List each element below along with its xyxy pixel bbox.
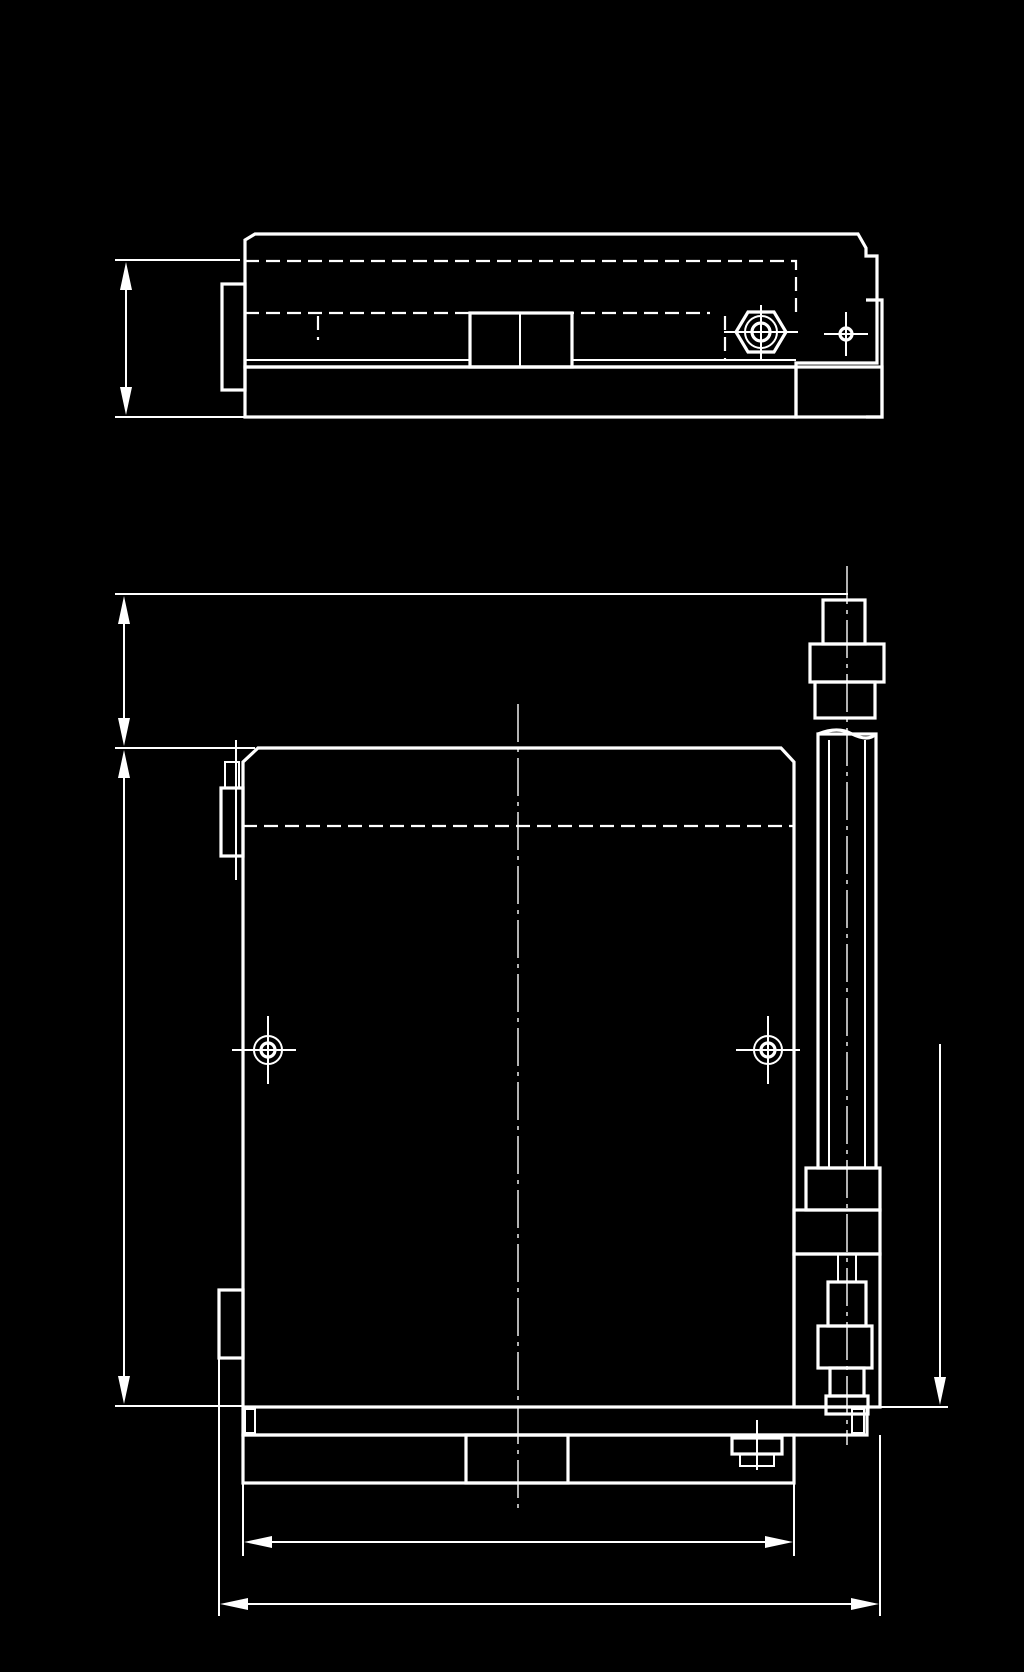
top-view-dim-inner-width-arrow-right: [765, 1536, 793, 1548]
top-view-dim-upper-arrow-bottom: [118, 718, 130, 746]
side-view-left-clamp: [220, 282, 247, 392]
top-view-left-clamp-top: [224, 761, 240, 789]
top-view-dim-right-arrow: [934, 1377, 946, 1405]
top-view-cylinder-neck: [813, 680, 877, 720]
top-view-left-clamp-upper: [219, 786, 245, 858]
top-view-bolt-hole-left: [232, 1016, 296, 1084]
top-view-plate: [241, 746, 796, 1407]
top-view-bolt-hole-right: [736, 1016, 800, 1084]
top-view-cylinder-mount: [792, 1208, 882, 1256]
side-view-height-arrow-top: [120, 262, 132, 290]
side-view-body: [243, 232, 879, 369]
side-view-base-ext: [794, 365, 884, 419]
top-view-rail-end-left: [244, 1408, 256, 1434]
top-view-rod-tip: [824, 1394, 870, 1416]
top-view-dim-lower-arrow-bottom: [118, 1376, 130, 1404]
side-view-height-arrow-bottom: [120, 387, 132, 415]
top-view-dim-upper-arrow-top: [118, 596, 130, 624]
top-view-dim-lower-arrow-top: [118, 750, 130, 778]
side-view: [115, 232, 884, 419]
side-view-base-plate: [243, 365, 798, 419]
top-view: [115, 566, 948, 1616]
top-view-cylinder-cap: [821, 598, 867, 646]
top-view-dim-overall-width-arrow-left: [220, 1598, 248, 1610]
side-view-hidden-edge-top: [245, 259, 798, 316]
top-view-bottom-rail: [241, 1405, 869, 1437]
top-view-dim-inner-width-arrow-left: [244, 1536, 272, 1548]
top-view-cylinder-end-cap: [804, 1166, 882, 1212]
top-view-slide-block: [464, 1433, 570, 1485]
side-view-right-bracket: [866, 298, 884, 419]
top-view-rod-nut: [816, 1324, 874, 1370]
top-view-dim-overall-width-arrow-right: [851, 1598, 879, 1610]
top-view-left-clamp-lower: [217, 1288, 245, 1360]
top-view-rail-end-right: [851, 1408, 865, 1434]
